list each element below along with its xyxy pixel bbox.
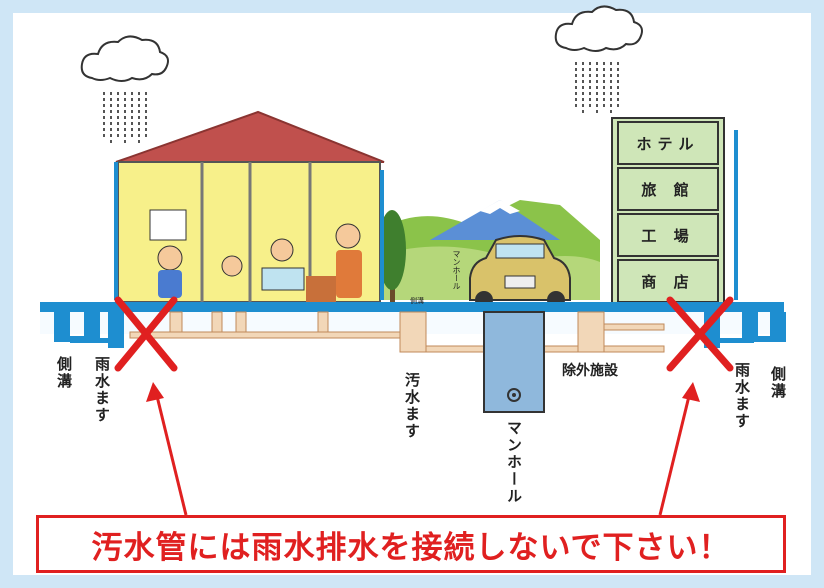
ground-line xyxy=(40,302,784,312)
label-right-rain-basin: 雨水ます xyxy=(733,362,751,430)
house xyxy=(115,110,385,303)
left-arrow-icon xyxy=(146,382,188,516)
right-rain-icon xyxy=(575,62,619,116)
right-rain-pipe xyxy=(704,338,754,343)
building xyxy=(611,117,725,305)
right-prohibit-icon xyxy=(666,296,734,372)
right-cloud-icon xyxy=(554,5,643,52)
sign-shop: 商 店 xyxy=(641,272,695,291)
left-cloud-icon xyxy=(80,35,169,82)
label-left-gutter: 側溝 xyxy=(55,356,73,390)
sign-factory: 工 場 xyxy=(641,226,695,245)
sign-ryokan: 旅 館 xyxy=(641,180,695,199)
label-manhole-small: マンホール xyxy=(452,250,461,290)
left-prohibit-icon xyxy=(114,296,178,372)
label-left-rain-basin: 雨水ます xyxy=(93,356,111,424)
warning-banner: 汚水管には雨水排水を接続しないで下さい！ xyxy=(36,515,786,573)
label-manhole: マンホール xyxy=(505,420,523,505)
manhole-icon xyxy=(483,311,545,413)
left-rain-icon xyxy=(103,92,147,146)
tree-icon xyxy=(378,210,406,302)
right-arrow-icon xyxy=(658,382,700,516)
label-pretreatment: 除外施設 xyxy=(562,363,618,379)
left-rain-pipe xyxy=(70,338,120,343)
label-sewage-basin: 汚水ます xyxy=(403,372,421,440)
sewer-pipes xyxy=(129,311,665,353)
right-gutter xyxy=(742,312,786,342)
sign-hotel: ホテル xyxy=(636,134,700,153)
label-side-ditch-small: 側溝 xyxy=(410,297,424,305)
label-right-gutter: 側溝 xyxy=(769,366,787,400)
